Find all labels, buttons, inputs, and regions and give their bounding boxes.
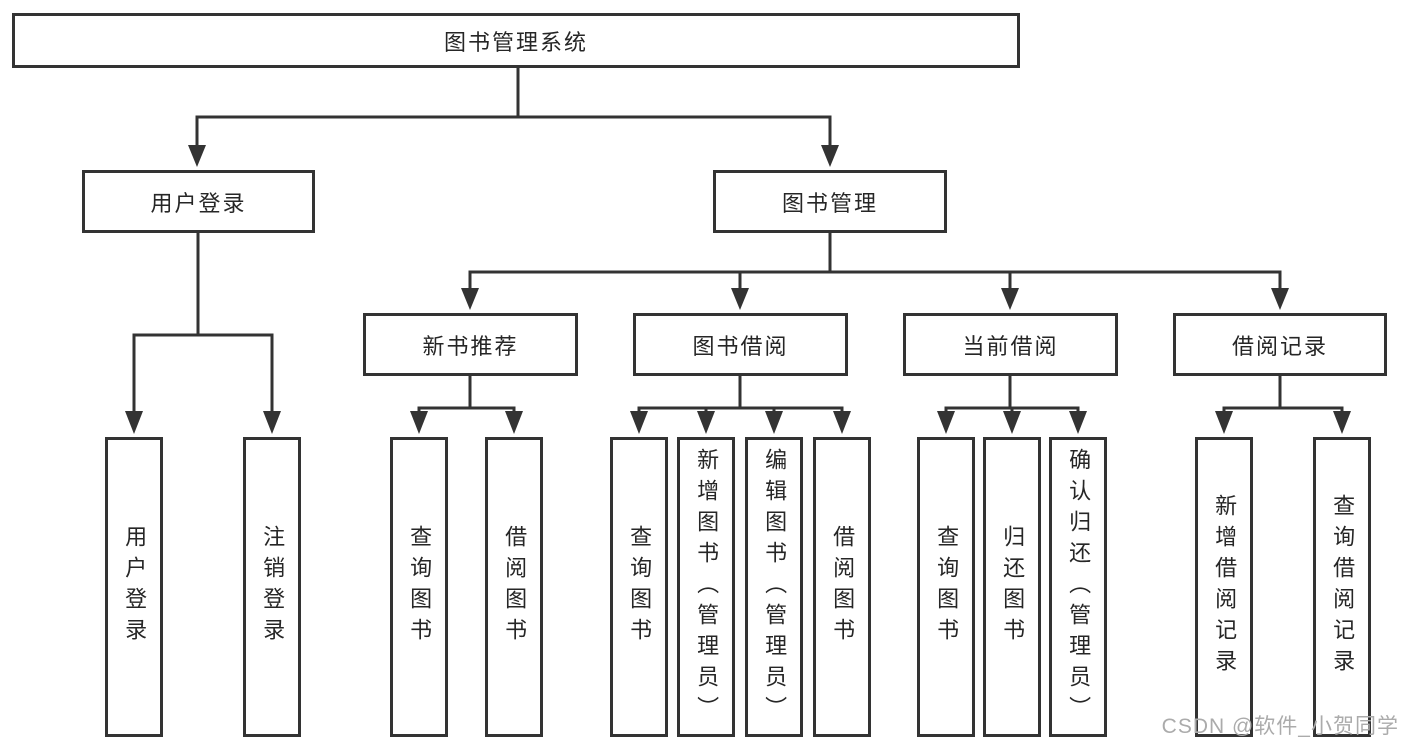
connector-book-borrowing-to-leaves (637, 374, 844, 414)
arrow-icon (731, 288, 749, 310)
arrow-icon (461, 288, 479, 310)
leaf-query-borrow-record: 查询借阅记录 (1313, 437, 1371, 737)
leaf-label: 查询借阅记录 (1330, 494, 1356, 680)
leaf-label: 借阅图书 (830, 525, 856, 649)
leaf-add-borrow-record: 新增借阅记录 (1195, 437, 1253, 737)
arrow-icon (1333, 411, 1351, 434)
connector-user-login-to-leaves (132, 231, 274, 414)
node-user-login: 用户登录 (82, 170, 315, 233)
connector-root-to-level2 (195, 66, 832, 148)
arrow-icon (630, 411, 648, 434)
connector-borrow-records-to-leaves (1222, 374, 1344, 414)
connector-current-borrowing-to-leaves (944, 374, 1080, 414)
leaf-logout: 注销登录 (243, 437, 301, 737)
leaf-label: 编辑图书（管理员） (762, 447, 788, 727)
arrow-icon (410, 411, 428, 434)
arrow-icon (821, 145, 839, 167)
arrow-icon (1271, 288, 1289, 310)
leaf-borrow-books-borrowing: 借阅图书 (813, 437, 871, 737)
leaf-query-books-current: 查询图书 (917, 437, 975, 737)
connector-new-book-to-leaves (417, 374, 516, 414)
arrow-icon (833, 411, 851, 434)
node-current-borrowing: 当前借阅 (903, 313, 1118, 376)
node-root-library-system: 图书管理系统 (12, 13, 1020, 68)
leaf-label: 新增图书（管理员） (694, 447, 720, 727)
leaf-label: 查询图书 (407, 525, 433, 649)
arrow-icon (1215, 411, 1233, 434)
leaf-edit-book-admin: 编辑图书（管理员） (745, 437, 803, 737)
leaf-label: 查询图书 (627, 525, 653, 649)
arrow-icon (1001, 288, 1019, 310)
arrow-icon (1003, 411, 1021, 434)
leaf-borrow-books-recommend: 借阅图书 (485, 437, 543, 737)
leaf-label: 借阅图书 (502, 525, 528, 649)
csdn-watermark: CSDN @软件_小贺同学 (1161, 715, 1399, 738)
leaf-query-books-borrowing: 查询图书 (610, 437, 668, 737)
leaf-label: 归还图书 (1000, 525, 1026, 649)
node-book-borrowing: 图书借阅 (633, 313, 848, 376)
leaf-query-books-recommend: 查询图书 (390, 437, 448, 737)
arrow-icon (188, 145, 206, 167)
arrow-icon (125, 411, 143, 434)
arrow-icon (937, 411, 955, 434)
leaf-add-book-admin: 新增图书（管理员） (677, 437, 735, 737)
node-book-management: 图书管理 (713, 170, 947, 233)
node-new-book-recommendation: 新书推荐 (363, 313, 578, 376)
leaf-return-books: 归还图书 (983, 437, 1041, 737)
leaf-label: 注销登录 (260, 525, 286, 649)
arrow-icon (505, 411, 523, 434)
leaf-label: 查询图书 (934, 525, 960, 649)
arrow-icon (263, 411, 281, 434)
arrow-icon (697, 411, 715, 434)
leaf-label: 确认归还（管理员） (1066, 447, 1092, 727)
arrow-icon (765, 411, 783, 434)
arrow-icon (1069, 411, 1087, 434)
leaf-label: 用户登录 (122, 525, 148, 649)
connector-book-management-to-level3 (468, 231, 1282, 291)
leaf-confirm-return-admin: 确认归还（管理员） (1049, 437, 1107, 737)
leaf-label: 新增借阅记录 (1212, 494, 1238, 680)
leaf-user-login: 用户登录 (105, 437, 163, 737)
node-borrowing-records: 借阅记录 (1173, 313, 1387, 376)
